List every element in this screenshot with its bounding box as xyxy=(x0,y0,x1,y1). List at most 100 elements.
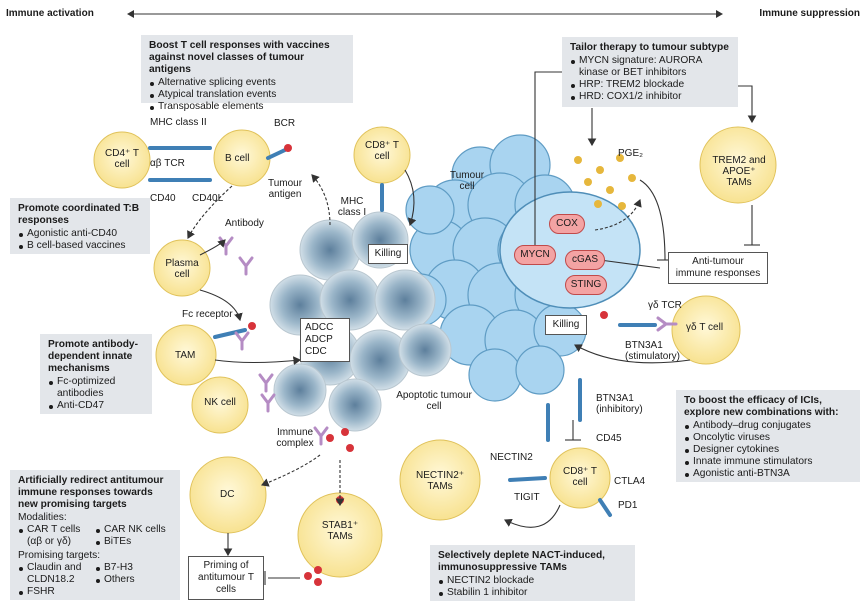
apoptotic-cells xyxy=(269,211,452,432)
list-item: Others xyxy=(95,574,172,586)
arrow-complex-to-dc xyxy=(260,454,321,487)
tumour-cell-label: Tumour cell xyxy=(450,170,485,192)
tailor-heading: Tailor therapy to tumour subtype xyxy=(570,42,729,53)
red-dots xyxy=(248,144,608,586)
list-item: Atypical translation events xyxy=(149,89,345,101)
bcell-label: B cell xyxy=(225,153,250,164)
tb-heading: Promote coordinated T:B responses xyxy=(18,203,140,226)
list-item: Stabilin 1 inhibitor xyxy=(438,587,627,599)
antibody-heading: Promote antibody-dependent innate mechan… xyxy=(48,339,138,374)
arrow-bcell-to-plasma xyxy=(187,185,233,239)
arrow-cd8-bottom xyxy=(504,504,561,528)
nk-label: NK cell xyxy=(204,397,236,408)
pd1-label: PD1 xyxy=(618,500,638,511)
antibody-box: Promote antibody-dependent innate mechan… xyxy=(40,334,152,414)
antibody-label: Antibody xyxy=(225,218,264,229)
cd8-top-label: CD8⁺ T cell xyxy=(365,140,399,162)
mhc1-label: MHC class I xyxy=(337,196,367,218)
list-item: Fc-optimized antibodies xyxy=(48,376,144,400)
arrow-antigen-to-bcell xyxy=(311,174,331,226)
gd-tcr-label: γδ TCR xyxy=(648,300,682,311)
immune-cells xyxy=(93,126,777,578)
mhc2-label: MHC class II xyxy=(150,117,207,128)
nectin2-label: NECTIN2 xyxy=(490,452,533,463)
line-tailor-mycn xyxy=(534,71,562,250)
sting-pill: STING xyxy=(565,275,607,295)
list-item: Transposable elements xyxy=(149,101,345,113)
list-item: FSHR xyxy=(18,586,95,598)
arrow-tam-to-tumour xyxy=(214,356,302,366)
redirect-box: Artificially redirect antitumour immune … xyxy=(10,470,180,600)
list-item: Agonistic anti-CD40 xyxy=(18,228,142,240)
icis-heading: To boost the efficacy of ICIs, explore n… xyxy=(684,395,839,418)
line-pge2-inhibit xyxy=(639,179,666,261)
btn3a1-inh-label: BTN3A1 (inhibitory) xyxy=(596,393,643,415)
fc-receptor-label: Fc receptor xyxy=(182,309,233,320)
ctla4-label: CTLA4 xyxy=(614,476,646,487)
receptors xyxy=(148,146,657,517)
antibodies xyxy=(218,236,678,446)
mechanism-box: ADCC ADCP CDC xyxy=(300,318,350,362)
targets-label: Promising targets: xyxy=(18,550,101,561)
pge2-dots xyxy=(574,154,636,210)
gd-tcell-label: γδ T cell xyxy=(686,322,724,333)
cd45-label: CD45 xyxy=(596,433,622,444)
priming-box: Priming of antitumour T cells xyxy=(188,556,264,600)
list-item: BiTEs xyxy=(95,536,172,548)
cgas-pill: cGAS xyxy=(565,250,605,270)
bcr-label: BCR xyxy=(274,118,296,129)
list-item: HRD: COX1/2 inhibitor xyxy=(570,91,730,103)
dc-label: DC xyxy=(220,489,235,500)
list-item: Anti-CD47 xyxy=(48,400,144,412)
axis-right-label: Immune suppression xyxy=(759,8,860,19)
anti-tumour-box: Anti-tumour immune responses xyxy=(668,252,768,284)
axis-left-label: Immune activation xyxy=(6,8,94,19)
list-item: Agonistic anti-BTN3A xyxy=(684,468,852,480)
stab1-label: STAB1⁺ TAMs xyxy=(321,520,359,542)
list-item: Designer cytokines xyxy=(684,444,852,456)
list-item: MYCN signature: AURORA kinase or BET inh… xyxy=(570,55,730,79)
adcc-label: ADCC xyxy=(305,322,334,333)
list-item: Antibody–drug conjugates xyxy=(684,420,852,432)
vaccines-box: Boost T cell responses with vaccines aga… xyxy=(141,35,353,112)
pge2-label: PGE₂ xyxy=(618,148,643,159)
arrow-gd-to-killing xyxy=(574,344,691,364)
cox-pill: COX xyxy=(549,214,585,234)
killing-box-1: Killing xyxy=(368,244,408,264)
list-item: CAR T cells (αβ or γδ) xyxy=(18,524,95,548)
killing-box-2: Killing xyxy=(545,315,587,335)
arrow-cd8-to-killing xyxy=(404,169,417,227)
redirect-heading: Artificially redirect antitumour immune … xyxy=(18,475,164,510)
tb-box: Promote coordinated T:B responses Agonis… xyxy=(10,198,150,254)
arrow-cox-to-pge2 xyxy=(594,198,642,231)
btn3a1-stim-label: BTN3A1 (stimulatory) xyxy=(625,340,681,362)
mycn-pill: MYCN xyxy=(514,245,556,265)
list-item: NECTIN2 blockade xyxy=(438,575,627,587)
immune-complex-label: Immune complex xyxy=(276,427,314,449)
arrow-plasma-to-fc xyxy=(199,289,243,322)
list-item: CAR NK cells xyxy=(95,524,172,536)
list-item: Innate immune stimulators xyxy=(684,456,852,468)
cdc-label: CDC xyxy=(305,346,327,357)
list-item: B7-H3 xyxy=(95,562,172,574)
cd8-bottom-label: CD8⁺ T cell xyxy=(563,466,597,488)
vaccines-heading: Boost T cell responses with vaccines aga… xyxy=(149,40,330,75)
tailor-box: Tailor therapy to tumour subtype MYCN si… xyxy=(562,37,738,107)
icis-box: To boost the efficacy of ICIs, explore n… xyxy=(676,390,860,482)
list-item: HRP: TREM2 blockade xyxy=(570,79,730,91)
cd4-label: CD4⁺ T cell xyxy=(105,148,139,170)
line-cgas-inhibit xyxy=(599,259,661,269)
trem2-label: TREM2 and APOE⁺ TAMs xyxy=(712,155,766,188)
apoptotic-label: Apoptotic tumour cell xyxy=(396,390,472,412)
tumour-antigen-label: Tumour antigen xyxy=(267,178,303,200)
cd40l-label: CD40L xyxy=(192,193,224,204)
nectin2-tams-label: NECTIN2⁺ TAMs xyxy=(415,470,465,492)
nact-heading: Selectively deplete NACT-induced, immuno… xyxy=(438,550,606,573)
abtcr-label: αβ TCR xyxy=(150,158,185,169)
nact-box: Selectively deplete NACT-induced, immuno… xyxy=(430,545,635,601)
list-item: Oncolytic viruses xyxy=(684,432,852,444)
modalities-label: Modalities: xyxy=(18,512,67,523)
list-item: Claudin and CLDN18.2 xyxy=(18,562,95,586)
